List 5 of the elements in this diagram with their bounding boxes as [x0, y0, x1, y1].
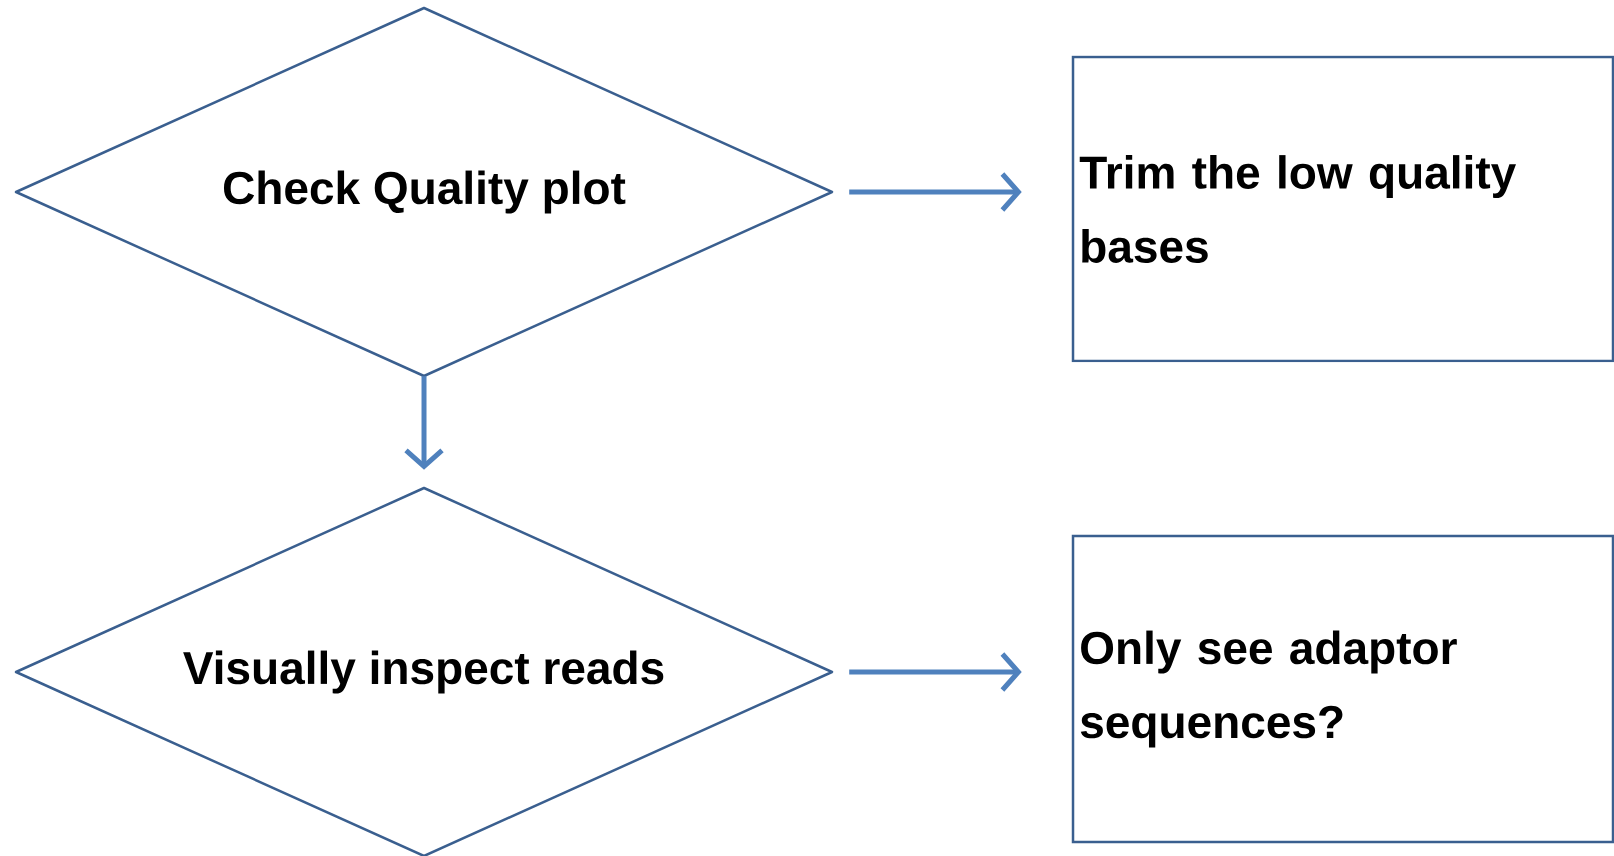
arrow — [404, 376, 444, 470]
arrow — [849, 652, 1022, 692]
process-box: Trim the low quality bases — [1071, 55, 1614, 363]
arrow — [849, 172, 1022, 212]
process-box: Only see adaptor sequences? — [1071, 534, 1614, 844]
